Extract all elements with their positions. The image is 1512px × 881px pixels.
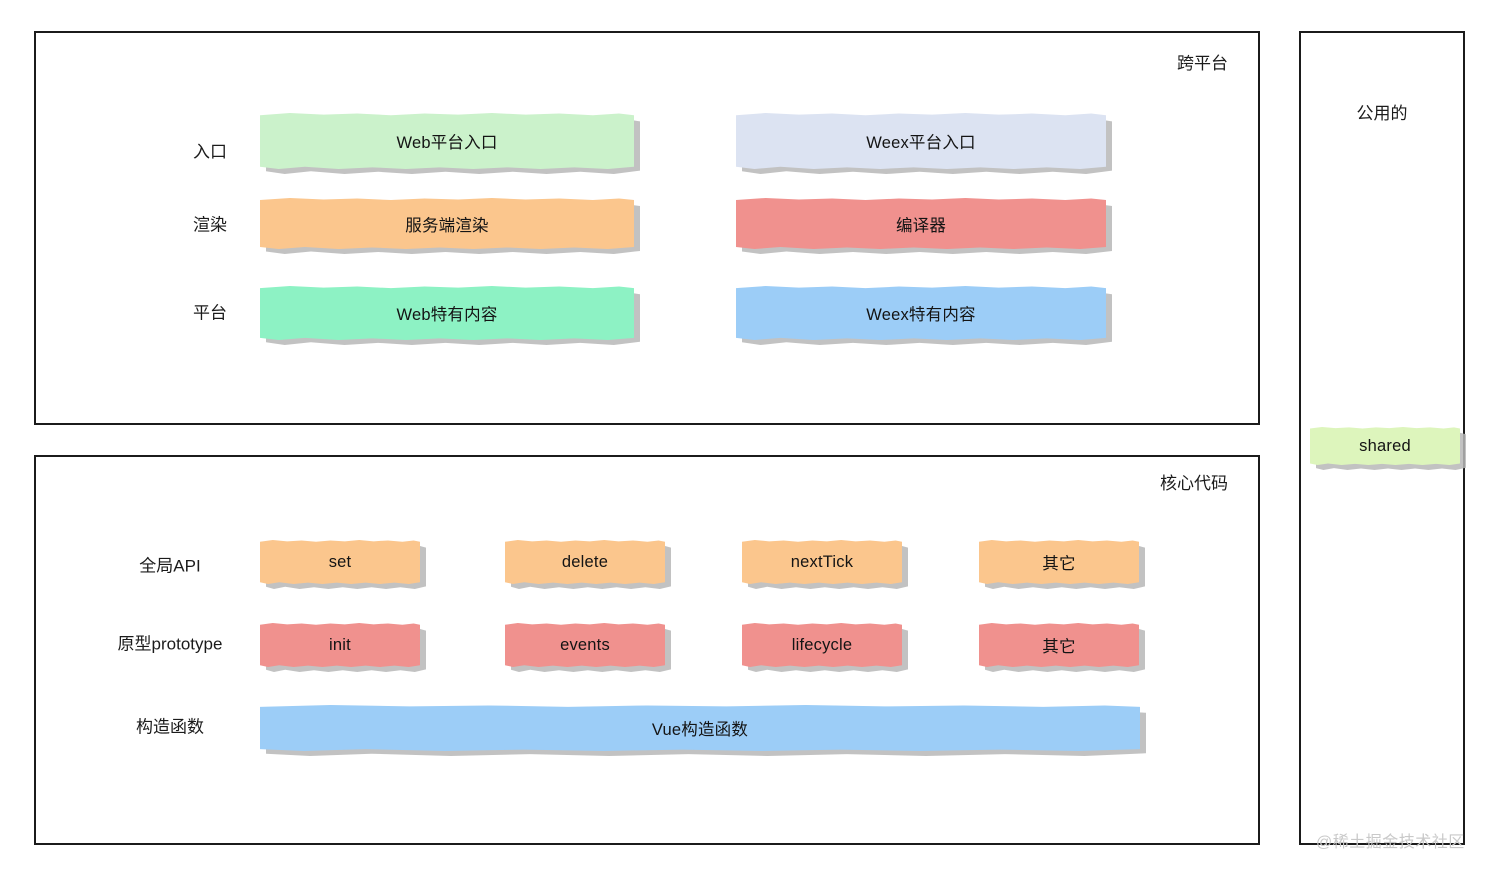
- box-label: Weex特有内容: [866, 306, 976, 324]
- box-label: Weex平台入口: [866, 134, 976, 152]
- box-label: set: [328, 552, 352, 571]
- box-label: shared: [1359, 436, 1411, 455]
- box-api-set[interactable]: set: [260, 540, 420, 584]
- box-label: lifecycle: [791, 635, 853, 654]
- watermark: @稀土掘金技术社区: [1316, 834, 1465, 851]
- box-weex-platform-entry[interactable]: Weex平台入口: [736, 113, 1106, 169]
- box-label: events: [560, 635, 610, 654]
- row-label-constructor: 构造函数: [136, 717, 204, 737]
- box-vue-constructor[interactable]: Vue构造函数: [260, 705, 1140, 751]
- row-label-platform: 平台: [193, 303, 227, 323]
- row-label-render: 渲染: [193, 215, 227, 235]
- box-label: Vue构造函数: [651, 721, 749, 739]
- box-label: 服务端渲染: [405, 216, 489, 235]
- box-label: nextTick: [790, 552, 854, 571]
- box-label: 其它: [1042, 638, 1076, 656]
- row-label-entry: 入口: [193, 142, 227, 162]
- panel-core-code: 核心代码 全局API 原型prototype 构造函数 set delete n…: [34, 455, 1260, 845]
- box-compiler[interactable]: 编译器: [736, 198, 1106, 249]
- row-label-global-api: 全局API: [139, 556, 201, 576]
- box-api-other[interactable]: 其它: [979, 540, 1139, 584]
- panel-title-shared: 公用的: [1356, 104, 1408, 123]
- box-api-nexttick[interactable]: nextTick: [742, 540, 902, 584]
- box-label: 编译器: [895, 216, 947, 235]
- box-label: init: [329, 635, 351, 654]
- box-web-specific-content[interactable]: Web特有内容: [260, 286, 634, 340]
- box-web-platform-entry[interactable]: Web平台入口: [260, 113, 634, 169]
- box-api-delete[interactable]: delete: [505, 540, 665, 584]
- panel-cross-platform: 跨平台 入口 渲染 平台 Web平台入口 Weex平台入口 服务端渲染 编译器 …: [34, 31, 1260, 425]
- panel-shared: 公用的 shared: [1299, 31, 1466, 845]
- row-label-prototype: 原型prototype: [117, 634, 223, 654]
- panel-title-core-code: 核心代码: [1160, 474, 1228, 493]
- box-proto-events[interactable]: events: [505, 623, 665, 667]
- box-server-side-rendering[interactable]: 服务端渲染: [260, 198, 634, 249]
- box-proto-other[interactable]: 其它: [979, 623, 1139, 667]
- box-label: Web特有内容: [396, 306, 498, 324]
- box-proto-init[interactable]: init: [260, 623, 420, 667]
- box-label: Web平台入口: [396, 134, 498, 152]
- box-shared[interactable]: shared: [1310, 427, 1460, 465]
- box-label: 其它: [1042, 555, 1076, 573]
- box-label: delete: [561, 552, 609, 571]
- box-proto-lifecycle[interactable]: lifecycle: [742, 623, 902, 667]
- panel-title-cross-platform: 跨平台: [1177, 54, 1228, 73]
- box-weex-specific-content[interactable]: Weex特有内容: [736, 286, 1106, 340]
